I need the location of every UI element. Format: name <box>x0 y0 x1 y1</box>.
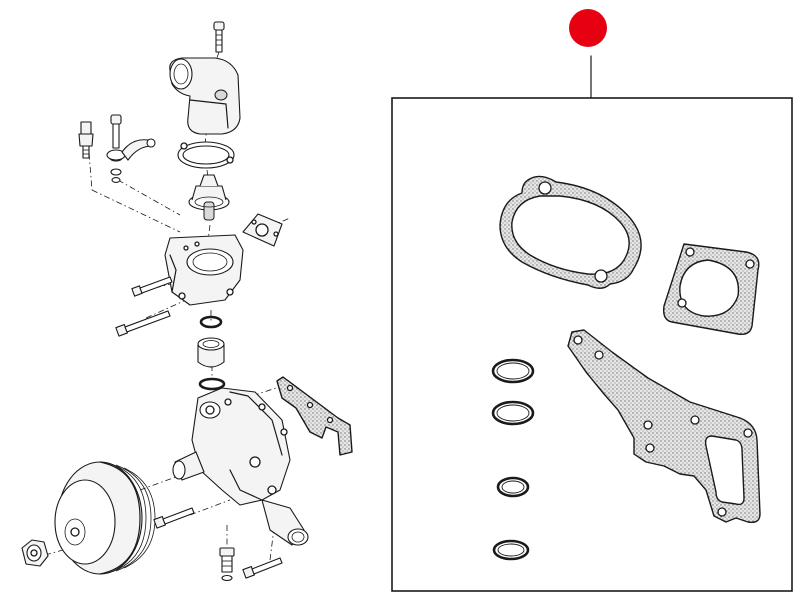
thermostat-housing <box>164 234 244 306</box>
o-ring-large-1 <box>491 358 535 384</box>
pulley <box>54 461 156 575</box>
kit-flange-gasket <box>662 243 760 336</box>
pump-gasket <box>276 376 353 456</box>
thermostat-gasket <box>177 141 235 169</box>
pulley-nut <box>21 539 49 567</box>
o-ring-small-2 <box>492 539 530 561</box>
pump-bolts <box>153 507 283 579</box>
thermostat <box>188 174 230 221</box>
water-pump-gasket <box>567 329 761 524</box>
connector-o-ring <box>199 315 223 329</box>
connector-sleeve <box>197 337 225 368</box>
thermostat-housing-gasket <box>499 175 642 289</box>
drain-plug <box>219 547 235 582</box>
kit-contents-panel <box>391 9 793 592</box>
coolant-pipe <box>106 138 156 161</box>
water-pump-body <box>172 387 309 546</box>
banjo-bolt <box>109 114 123 183</box>
housing-bolts <box>115 276 173 337</box>
temperature-sender <box>78 121 94 159</box>
thermostat-outlet-elbow <box>169 57 241 135</box>
o-ring-small-1 <box>496 476 530 498</box>
exploded-view <box>21 21 353 582</box>
thermostat-housing-bolt <box>213 21 225 53</box>
kit-marker-dot <box>569 9 607 47</box>
o-ring-large-2 <box>491 400 535 426</box>
pump-o-ring <box>198 377 226 391</box>
flange-gasket <box>242 213 283 247</box>
